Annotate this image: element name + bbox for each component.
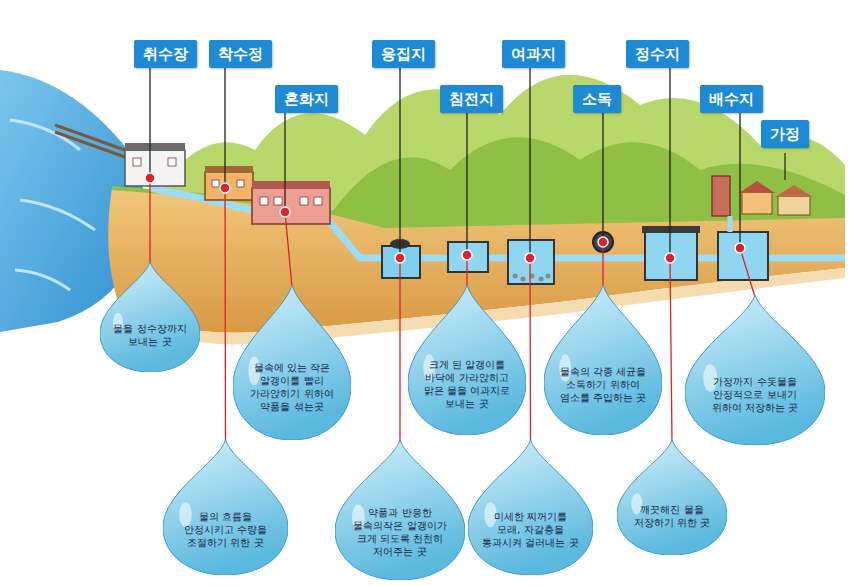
drop-text-area: 물속에 있는 작은 알갱이를 빨리 가라앉히기 위하여 약품을 섞는곳 [246,361,338,413]
drop-text-area: 미세한 찌꺼기를 모래, 자갈층을 통과시켜 걸러내는 곳 [482,510,580,549]
description-text: 깨끗해진 물을 저장하기 위한 곳 [629,503,715,529]
description-text: 미세한 찌꺼기를 모래, 자갈층을 통과시켜 걸러내는 곳 [482,510,580,549]
leader-connector [598,113,608,287]
water-drop-shape [617,440,727,555]
description-text: 물속에 있는 작은 알갱이를 빨리 가라앉히기 위하여 약품을 섞는곳 [246,361,338,413]
stage-label: 정수지 [626,40,689,68]
stage-label: 침전지 [440,85,503,113]
house [778,196,810,215]
clear-well [645,232,697,280]
leader-connector [525,68,535,442]
water-drop-shape [468,440,593,575]
reservoir-tower [712,176,730,216]
label-text: 취수장 [143,45,188,63]
label-text: 배수지 [709,90,754,108]
leader-connector [220,68,230,442]
flocculation-tank [382,246,420,278]
label-text: 착수정 [218,45,263,63]
mixing-building [252,188,330,224]
leader-connector [395,68,405,442]
receiving-well [205,172,253,200]
leader-connector [462,113,472,287]
drop-text-area: 약품과 반응한 물속의작은 알갱이가 크게 되도록 천천히 저어주는 곳 [349,506,450,558]
water-drop-shape [685,295,825,445]
description-text: 크게 된 알갱이를 바닥에 가라앉히고 맑은 물을 여과지로 보내는 곳 [421,358,513,410]
leader-line [784,153,785,180]
drop-text-area: 크게 된 알갱이를 바닥에 가라앉히고 맑은 물을 여과지로 보내는 곳 [421,358,513,410]
stage-label: 가정 [761,120,809,148]
stage-label: 소독 [573,85,621,113]
description-text: 물의 흐름을 안정시키고 수량을 조절하기 위한 곳 [177,510,275,549]
description-text: 물속의 각종 세균을 소독하기 위하여 염소를 주입하는 곳 [557,365,649,404]
stage-label: 혼화지 [275,85,338,113]
water-drop-callout: 물의 흐름을 안정시키고 수량을 조절하기 위한 곳 [163,440,288,575]
label-text: 응집지 [381,45,426,63]
sedimentation-tank [448,242,488,272]
leader-connector [735,113,755,297]
water-drop-callout: 물속에 있는 작은 알갱이를 빨리 가라앉히기 위하여 약품을 섞는곳 [233,285,351,440]
stage-label: 착수정 [209,40,272,68]
stage-label: 배수지 [700,85,763,113]
water-drop-shape [544,285,662,435]
label-text: 침전지 [449,90,494,108]
drop-text-area: 깨끗해진 물을 저장하기 위한 곳 [629,503,715,529]
drop-text-area: 물을 정수장까지 보내는 곳 [111,322,189,348]
leader-connector [665,68,675,442]
intake-building [125,150,185,186]
water-drop-callout: 미세한 찌꺼기를 모래, 자갈층을 통과시켜 걸러내는 곳 [468,440,593,575]
drop-text-area: 물의 흐름을 안정시키고 수량을 조절하기 위한 곳 [177,510,275,549]
label-text: 소독 [582,90,612,108]
description-text: 가정까지 수돗물을 안정적으로 보내기 위하여 저장하는 곳 [700,375,809,414]
label-text: 정수지 [635,45,680,63]
water-drop-callout: 크게 된 알갱이를 바닥에 가라앉히고 맑은 물을 여과지로 보내는 곳 [408,285,526,435]
drop-text-area: 가정까지 수돗물을 안정적으로 보내기 위하여 저장하는 곳 [700,375,809,414]
leader-connector [280,113,292,287]
stage-label: 취수장 [134,40,197,68]
stage-label: 응집지 [372,40,435,68]
drop-text-area: 물속의 각종 세균을 소독하기 위하여 염소를 주입하는 곳 [557,365,649,404]
water-drop-callout: 약품과 반응한 물속의작은 알갱이가 크게 되도록 천천히 저어주는 곳 [335,440,465,580]
stage-label: 여과지 [502,40,565,68]
water-drop-shape [163,440,288,575]
filter-tank [508,240,554,284]
description-text: 약품과 반응한 물속의작은 알갱이가 크게 되도록 천천히 저어주는 곳 [349,506,450,558]
water-drop-callout: 물속의 각종 세균을 소독하기 위하여 염소를 주입하는 곳 [544,285,662,435]
label-text: 혼화지 [284,90,329,108]
house [742,192,772,214]
water-drop-callout: 가정까지 수돗물을 안정적으로 보내기 위하여 저장하는 곳 [685,295,825,445]
label-text: 가정 [770,125,800,143]
label-text: 여과지 [511,45,556,63]
description-text: 물을 정수장까지 보내는 곳 [111,322,189,348]
leader-connector [145,68,155,264]
water-drop-callout: 물을 정수장까지 보내는 곳 [100,262,200,372]
water-drop-shape [100,262,200,372]
water-drop-callout: 깨끗해진 물을 저장하기 위한 곳 [617,440,727,555]
